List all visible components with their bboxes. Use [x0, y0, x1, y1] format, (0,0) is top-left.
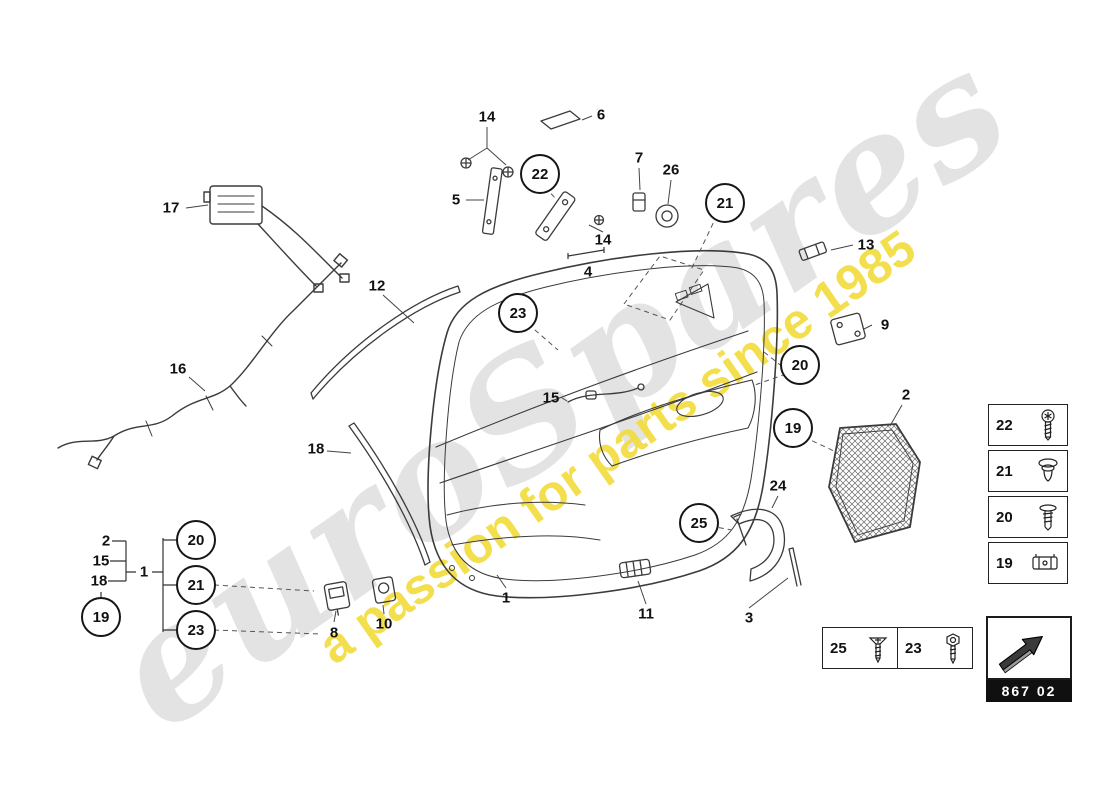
legend-label: 23	[905, 639, 922, 657]
callout-18b[interactable]: 18	[90, 572, 108, 590]
pin-part	[733, 513, 747, 546]
leader-lines-dashed	[213, 186, 835, 635]
door-panel-drawing	[427, 250, 779, 599]
callout-8[interactable]: 8	[329, 624, 339, 642]
callout-16[interactable]: 16	[169, 360, 187, 378]
callout-7[interactable]: 7	[634, 149, 644, 167]
clip-part	[798, 241, 827, 261]
pull-handle-part	[730, 508, 785, 582]
part-code-box: 867 02	[986, 616, 1072, 702]
legend-item-19[interactable]: 19	[988, 542, 1068, 584]
legend-label: 22	[996, 416, 1013, 434]
hex-screw-icon	[946, 633, 960, 664]
door-check-part	[830, 312, 866, 346]
callout-24[interactable]: 24	[769, 477, 787, 495]
callout-25-circled[interactable]: 25	[679, 503, 719, 543]
callout-18[interactable]: 18	[307, 440, 325, 458]
switch-part	[618, 558, 652, 579]
callout-1[interactable]: 1	[139, 563, 149, 581]
callout-11[interactable]: 11	[638, 605, 654, 623]
callout-3[interactable]: 3	[744, 609, 754, 627]
rod-part	[788, 547, 802, 587]
cover-cap-part	[540, 110, 581, 130]
legend-item-25[interactable]: 25	[822, 627, 898, 669]
wiring-harness-drawing	[57, 185, 350, 470]
screw-part	[460, 157, 605, 226]
callout-20b-circled[interactable]: 20	[176, 520, 216, 560]
callout-2b[interactable]: 2	[101, 532, 111, 550]
bowden-cable-part	[567, 383, 645, 403]
callout-23-circled[interactable]: 23	[498, 293, 538, 333]
handle-bracket-part	[535, 191, 576, 241]
direction-arrow-icon	[998, 635, 1043, 674]
callout-2[interactable]: 2	[901, 386, 911, 404]
callout-19-circled[interactable]: 19	[773, 408, 813, 448]
callout-23b-circled[interactable]: 23	[176, 610, 216, 650]
window-seal-strip-part	[310, 285, 461, 400]
leader-lines-solid	[100, 115, 903, 632]
callout-14[interactable]: 14	[478, 108, 496, 126]
retainer-clip-icon	[1032, 554, 1058, 570]
callout-9[interactable]: 9	[880, 316, 890, 334]
callout-15b[interactable]: 15	[92, 552, 110, 570]
legend-label: 19	[996, 554, 1013, 572]
callout-13[interactable]: 13	[857, 236, 875, 254]
callout-6[interactable]: 6	[596, 106, 606, 124]
callout-17[interactable]: 17	[162, 199, 180, 217]
trim-strip-part	[481, 167, 503, 235]
control-module-drawing	[203, 185, 263, 225]
diagram-arrow-button[interactable]	[986, 616, 1072, 680]
callout-1b[interactable]: 1	[501, 589, 511, 607]
grommet-icon	[1038, 458, 1058, 482]
callout-19b-circled[interactable]: 19	[81, 597, 121, 637]
legend-item-20[interactable]: 20	[988, 496, 1068, 538]
legend-label: 25	[830, 639, 847, 657]
callout-20-circled[interactable]: 20	[780, 345, 820, 385]
callout-12[interactable]: 12	[368, 277, 386, 295]
legend-label: 20	[996, 508, 1013, 526]
torx-screw-icon	[1041, 409, 1055, 441]
part-code-label: 867 02	[986, 680, 1072, 702]
callout-4[interactable]: 4	[583, 263, 593, 281]
countersunk-screw-icon	[868, 637, 888, 664]
speaker-grille-drawing	[828, 423, 921, 543]
attachment-parts-drawing	[310, 110, 866, 616]
grommet-ring-part	[655, 204, 679, 228]
legend-label: 21	[996, 462, 1013, 480]
callout-21b-circled[interactable]: 21	[176, 565, 216, 605]
callout-22-circled[interactable]: 22	[520, 154, 560, 194]
mirror-switch-part	[323, 581, 351, 616]
callout-14b[interactable]: 14	[594, 231, 612, 249]
callout-15[interactable]: 15	[542, 389, 560, 407]
legend-item-22[interactable]: 22	[988, 404, 1068, 446]
lock-knob-part	[632, 192, 646, 212]
expanding-rivet-icon	[1039, 504, 1057, 531]
legend-item-21[interactable]: 21	[988, 450, 1068, 492]
callout-21-circled[interactable]: 21	[705, 183, 745, 223]
window-switch-part	[371, 576, 397, 604]
legend-item-23[interactable]: 23	[897, 627, 973, 669]
callout-10[interactable]: 10	[375, 615, 393, 633]
callout-5[interactable]: 5	[451, 191, 461, 209]
edge-seal-strip-part	[348, 422, 431, 566]
callout-26[interactable]: 26	[662, 161, 680, 179]
